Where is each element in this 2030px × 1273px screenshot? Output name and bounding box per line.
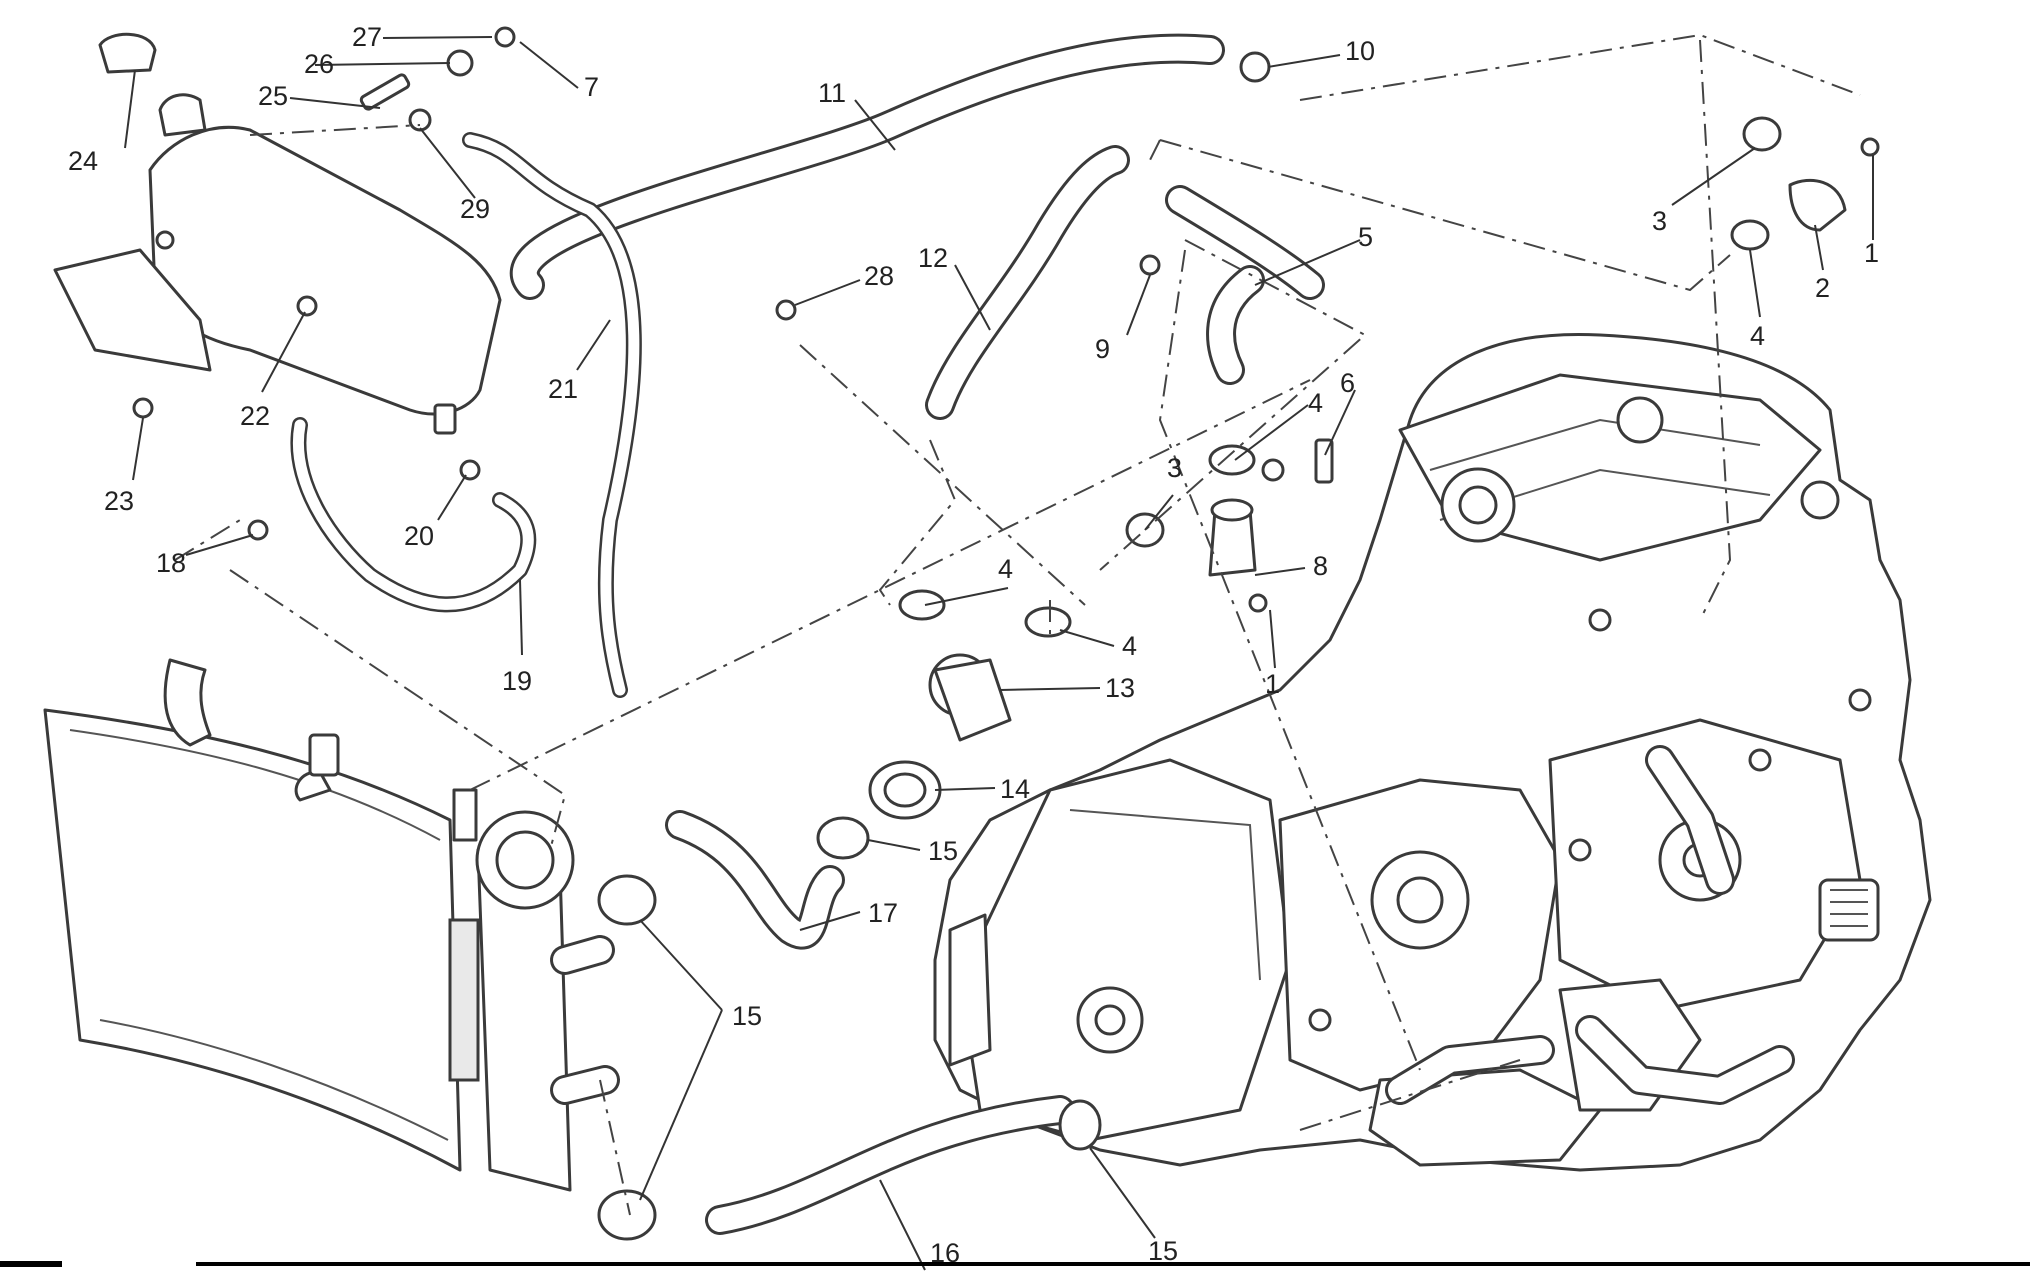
fittings <box>132 26 1880 1241</box>
footer-rule-left <box>0 1261 62 1267</box>
engine-assembly <box>933 332 1932 1172</box>
callout-4-mid: 4 <box>1308 388 1323 418</box>
radiator <box>43 658 620 1192</box>
expansion-tank <box>53 32 502 435</box>
callout-28: 28 <box>864 261 894 291</box>
callout-15-group: 15 <box>732 1001 762 1031</box>
callout-4-upper: 4 <box>1750 321 1765 351</box>
callout-5: 5 <box>1358 222 1373 252</box>
callout-6: 6 <box>1340 368 1355 398</box>
callout-24: 24 <box>68 146 98 176</box>
callout-15-lower: 15 <box>1148 1236 1178 1266</box>
callout-4-right: 4 <box>1122 631 1137 661</box>
callout-1-mid: 1 <box>1265 669 1280 699</box>
callout-29: 29 <box>460 194 490 224</box>
callout-23: 23 <box>104 486 134 516</box>
callout-27: 27 <box>352 22 382 52</box>
footer-rule <box>196 1262 2030 1266</box>
callout-9: 9 <box>1095 334 1110 364</box>
callout-7: 7 <box>584 72 599 102</box>
callout-13: 13 <box>1105 673 1135 703</box>
callout-20: 20 <box>404 521 434 551</box>
callout-15-mid: 15 <box>928 836 958 866</box>
leader-lines <box>124 36 1874 1271</box>
callout-22: 22 <box>240 401 270 431</box>
callout-4-left: 4 <box>998 554 1013 584</box>
callout-21: 21 <box>548 374 578 404</box>
hoses <box>290 33 1325 1235</box>
callout-17: 17 <box>868 898 898 928</box>
callout-8: 8 <box>1313 551 1328 581</box>
callout-18: 18 <box>156 548 186 578</box>
callout-3-mid: 3 <box>1167 453 1182 483</box>
callout-3-upper: 3 <box>1652 206 1667 236</box>
callout-10: 10 <box>1345 36 1375 66</box>
callout-25: 25 <box>258 81 288 111</box>
assembly-dash-lines <box>174 33 1861 1216</box>
callout-19: 19 <box>502 666 532 696</box>
callout-2: 2 <box>1815 273 1830 303</box>
callout-labels: 1 2 3 4 5 6 9 10 11 12 28 27 26 7 25 24 … <box>68 22 1879 1268</box>
callout-14: 14 <box>1000 774 1030 804</box>
callout-26: 26 <box>304 49 334 79</box>
callout-1-upper: 1 <box>1864 238 1879 268</box>
callout-12: 12 <box>918 243 948 273</box>
callout-11: 11 <box>818 78 846 108</box>
